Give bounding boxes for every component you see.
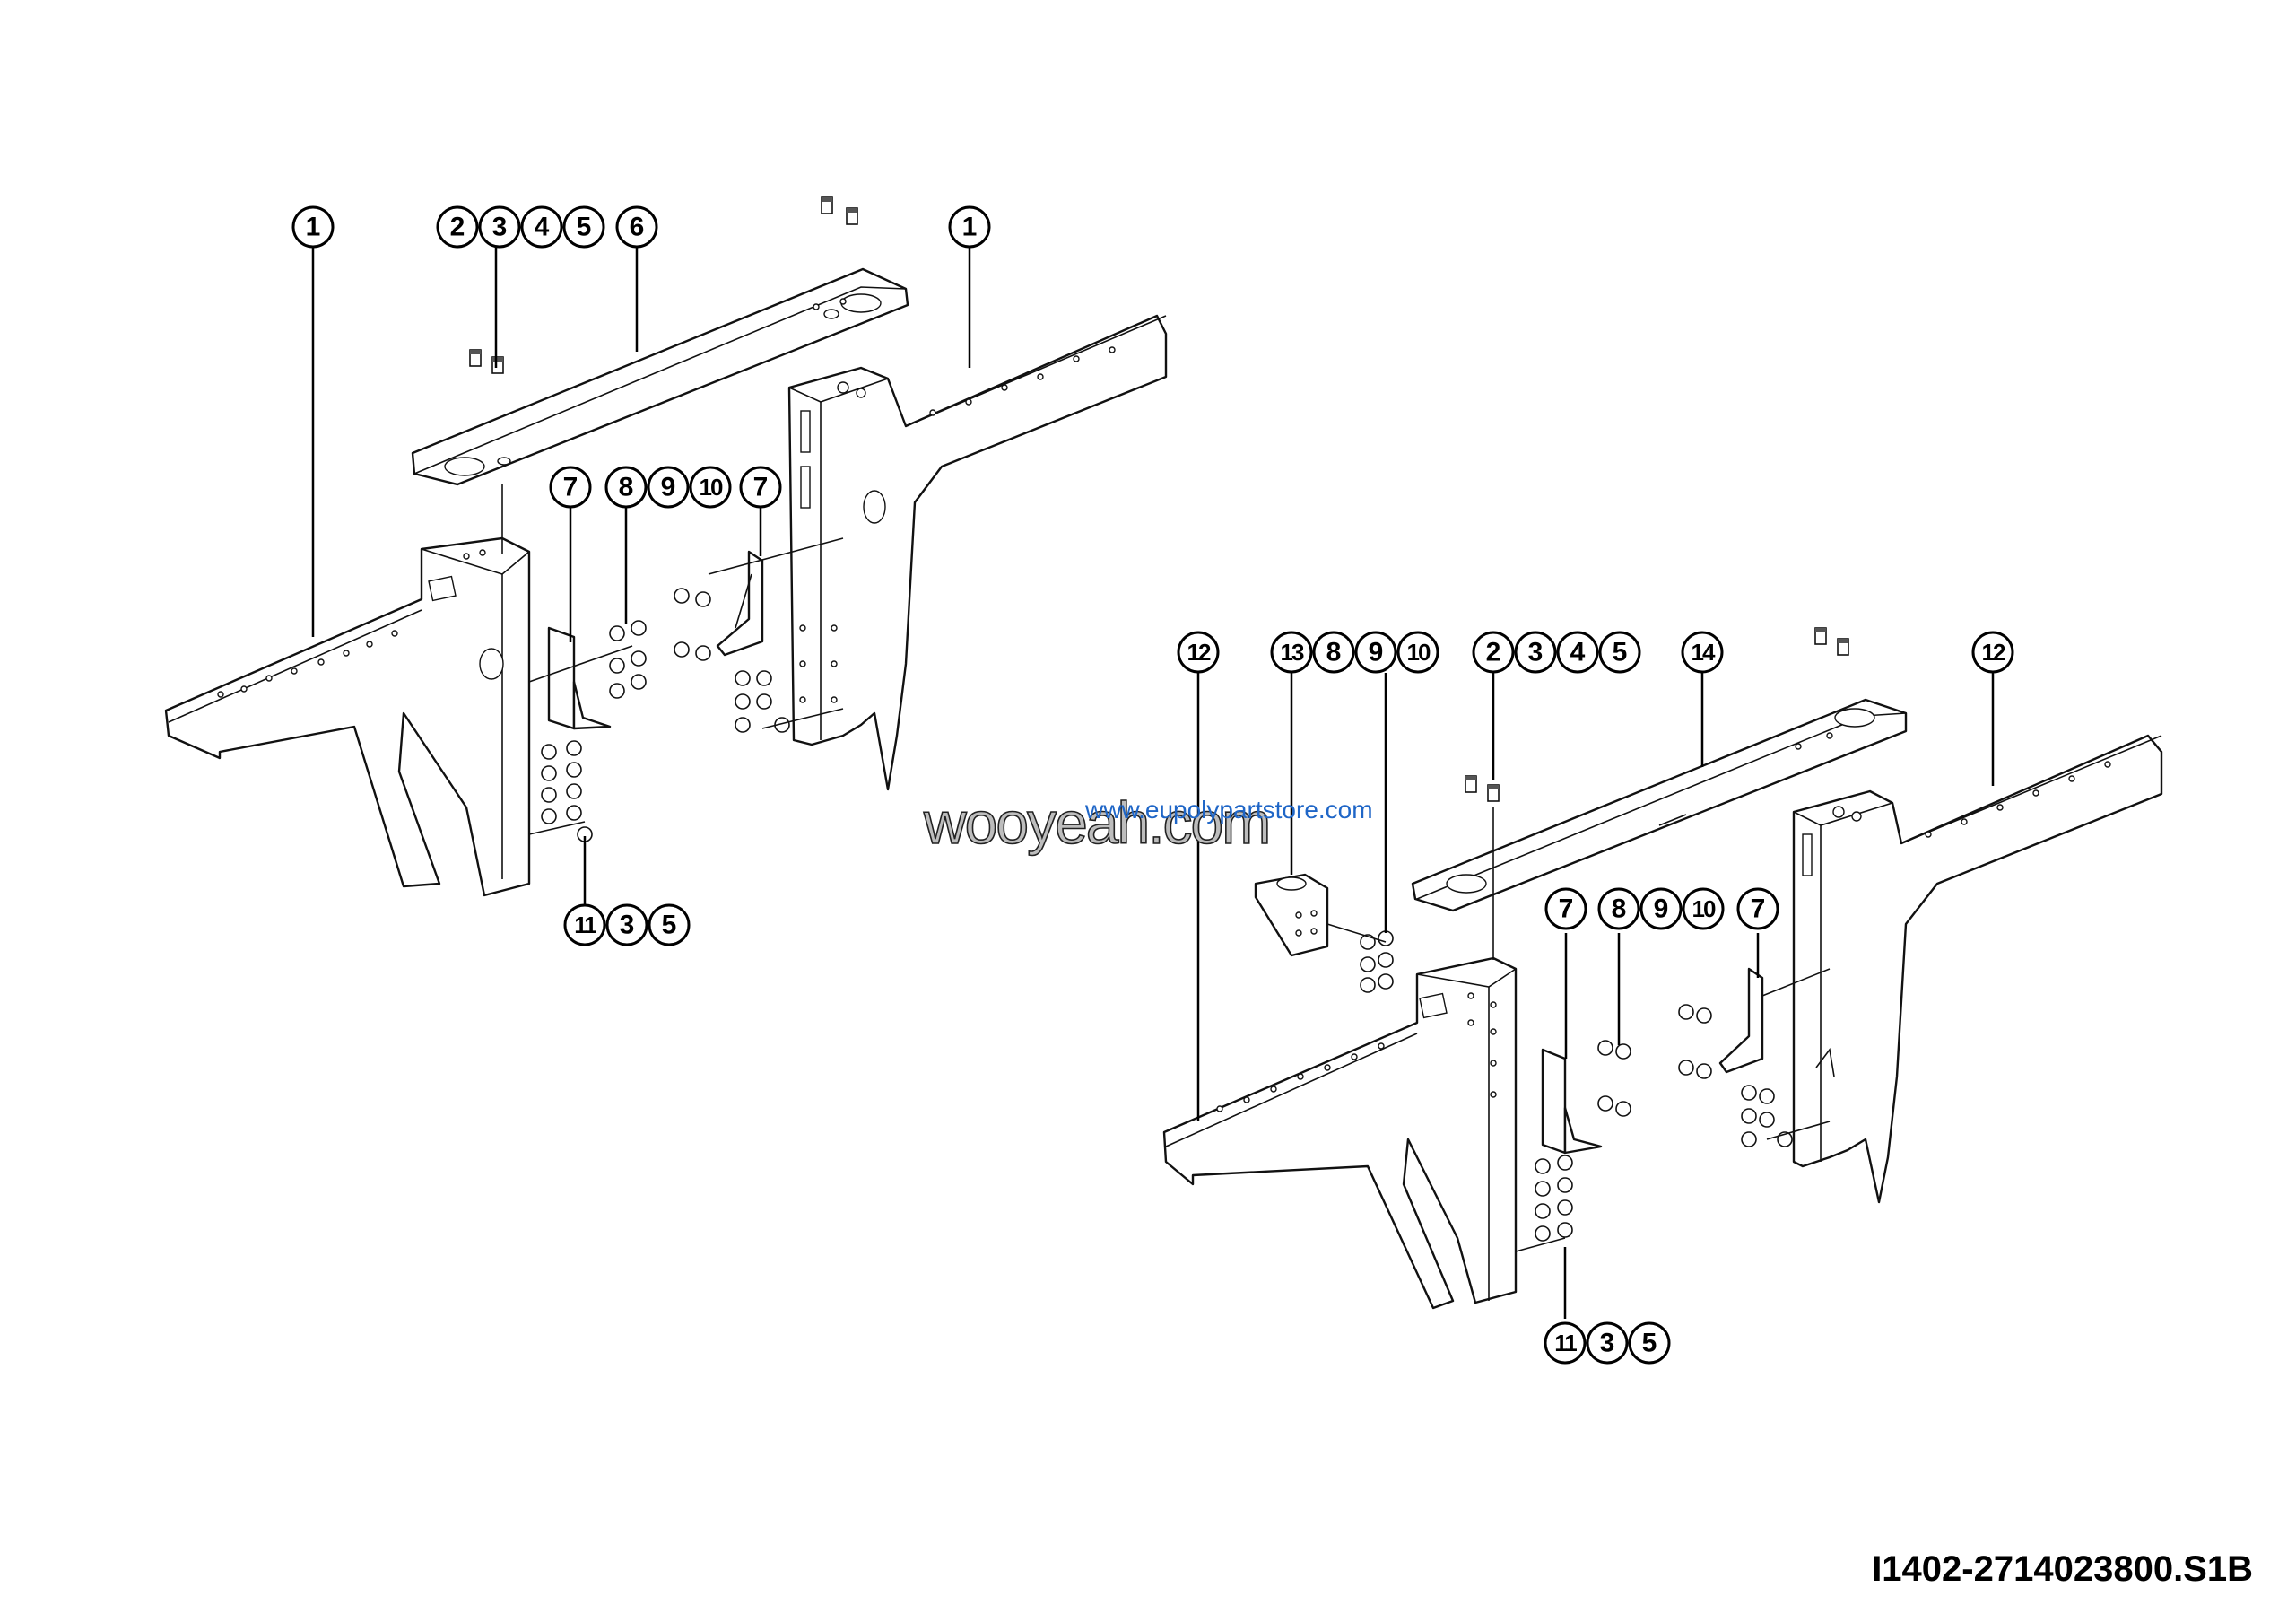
- watermark: wooyeah.com www.eupolypartstore.com: [922, 789, 1373, 857]
- left-bracket-a: [547, 626, 612, 730]
- callout-number: 3: [1528, 638, 1544, 667]
- callout-right-assembly-bottom-group-0: 11: [1544, 1321, 1587, 1365]
- callout-number: 9: [661, 473, 676, 502]
- callout-number: 5: [577, 213, 592, 242]
- callout-number: 7: [753, 473, 769, 502]
- callout-number: 11: [574, 911, 596, 938]
- right-top-beam: [1411, 698, 1908, 912]
- callout-right-assembly-bracket-b-0: 7: [1736, 887, 1779, 930]
- right-frame-b: [1792, 734, 2163, 1204]
- callout-number: 3: [620, 911, 635, 940]
- callout-right-assembly-top-group-3: 5: [1598, 631, 1641, 674]
- callout-number: 1: [306, 213, 321, 242]
- left-assembly: [164, 196, 1168, 904]
- callout-right-assembly-hardware-1: 9: [1639, 887, 1683, 930]
- callout-left-assembly-top-beam-0: 6: [615, 205, 658, 249]
- callout-number: 1: [962, 213, 978, 242]
- drawing-number: I1402-2714023800.S1B: [1872, 1549, 2253, 1589]
- callout-number: 5: [1642, 1329, 1657, 1358]
- callout-left-assembly-bottom-group-1: 3: [605, 903, 648, 946]
- callout-number: 10: [1407, 639, 1431, 666]
- callout-right-assembly-hardware-2: 10: [1682, 887, 1725, 930]
- callout-right-assembly-top-group-0: 2: [1472, 631, 1515, 674]
- watermark-primary: wooyeah.com: [923, 789, 1269, 856]
- callout-number: 7: [563, 473, 578, 502]
- callout-number: 5: [662, 911, 677, 940]
- left-bolts: [469, 196, 858, 842]
- callout-number: 14: [1692, 639, 1716, 666]
- callout-left-assembly-top-left-0: 1: [291, 205, 335, 249]
- callout-left-assembly-top-group-3: 5: [562, 205, 605, 249]
- right-pad: [1254, 873, 1329, 957]
- callout-number: 3: [492, 213, 508, 242]
- right-bracket-b: [1718, 967, 1764, 1074]
- callout-number: 11: [1554, 1330, 1577, 1356]
- callout-number: 10: [700, 474, 723, 501]
- callout-right-assembly-top-group-1: 3: [1514, 631, 1557, 674]
- callout-left-assembly-bottom-group-0: 11: [563, 903, 606, 946]
- callout-left-assembly-bottom-group-2: 5: [648, 903, 691, 946]
- callout-left-assembly-hardware-2: 10: [689, 466, 732, 509]
- callout-number: 2: [1486, 638, 1501, 667]
- callout-number: 6: [630, 213, 645, 242]
- right-bolts: [1326, 627, 1849, 1252]
- callout-number: 4: [1570, 638, 1586, 667]
- callout-left-assembly-top-group-0: 2: [436, 205, 479, 249]
- left-top-beam: [411, 267, 909, 486]
- right-bracket-a: [1541, 1048, 1603, 1155]
- callout-number: 12: [1187, 639, 1211, 666]
- callout-number: 8: [1326, 638, 1342, 667]
- watermark-secondary: www.eupolypartstore.com: [1084, 796, 1373, 824]
- right-assembly: [1162, 627, 2163, 1319]
- callout-right-assembly-top-beam-0: 14: [1681, 631, 1724, 674]
- callout-left-assembly-hardware-1: 9: [647, 466, 690, 509]
- callout-number: 13: [1281, 639, 1304, 666]
- callout-right-assembly-pad-group-1: 8: [1312, 631, 1355, 674]
- right-leaders: [1196, 673, 1995, 1319]
- callout-number: 8: [1612, 894, 1627, 924]
- left-frame-b: [787, 314, 1168, 791]
- callout-right-assembly-pad-group-3: 10: [1396, 631, 1439, 674]
- callout-number: 9: [1654, 894, 1669, 924]
- right-frame-a: [1162, 956, 1518, 1310]
- callout-right-assembly-top-group-2: 4: [1556, 631, 1599, 674]
- callout-right-assembly-bottom-group-1: 3: [1586, 1321, 1629, 1365]
- left-leaders: [311, 248, 971, 904]
- callout-left-assembly-top-group-1: 3: [478, 205, 521, 249]
- callout-left-assembly-bracket-b-0: 7: [739, 466, 782, 509]
- callout-number: 7: [1559, 894, 1574, 924]
- callout-number: 7: [1751, 894, 1766, 924]
- callout-number: 2: [450, 213, 465, 242]
- callout-number: 3: [1600, 1329, 1615, 1358]
- callout-right-assembly-frame-left-0: 12: [1177, 631, 1220, 674]
- callout-number: 10: [1692, 895, 1716, 922]
- callout-left-assembly-hardware-0: 8: [604, 466, 648, 509]
- callout-right-assembly-pad-group-2: 9: [1354, 631, 1397, 674]
- callout-left-assembly-bracket-a-0: 7: [549, 466, 592, 509]
- callout-right-assembly-frame-right-0: 12: [1971, 631, 2014, 674]
- left-frame-a: [164, 536, 531, 897]
- callout-number: 5: [1613, 638, 1628, 667]
- callout-number: 8: [619, 473, 634, 502]
- callout-left-assembly-top-right-0: 1: [948, 205, 991, 249]
- left-bracket-b: [716, 550, 764, 657]
- callout-right-assembly-bottom-group-2: 5: [1628, 1321, 1671, 1365]
- callout-right-assembly-hardware-0: 8: [1597, 887, 1640, 930]
- callout-left-assembly-top-group-2: 4: [520, 205, 563, 249]
- callout-right-assembly-bracket-a-0: 7: [1544, 887, 1587, 930]
- callout-number: 9: [1369, 638, 1384, 667]
- callout-number: 4: [535, 213, 550, 242]
- callout-number: 12: [1982, 639, 2005, 666]
- callout-right-assembly-pad-group-0: 13: [1270, 631, 1313, 674]
